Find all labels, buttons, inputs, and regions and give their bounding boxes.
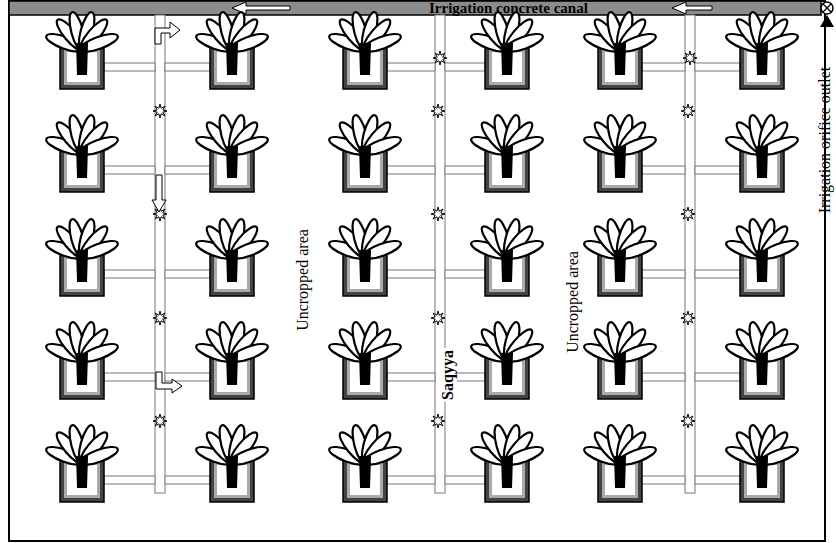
branch-channel	[642, 166, 685, 174]
palm-tree	[194, 114, 270, 192]
palm-tree	[582, 424, 658, 502]
branch-channel	[104, 476, 155, 484]
canal-band	[9, 1, 821, 15]
branch-channel	[695, 166, 740, 174]
gate-symbol	[153, 311, 167, 325]
palm-tree	[327, 218, 403, 296]
palm-tree	[44, 218, 120, 296]
branch-channel	[695, 476, 740, 484]
branch-channel	[104, 63, 155, 71]
palm-tree	[469, 424, 545, 502]
palm-tree	[582, 114, 658, 192]
area-label: Uncropped area	[294, 229, 312, 331]
palm-tree	[44, 321, 120, 399]
gate-symbol	[433, 51, 447, 65]
palm-tree	[724, 218, 800, 296]
channel-arrows	[152, 22, 182, 393]
palm-tree	[469, 218, 545, 296]
gate-symbol	[431, 414, 445, 428]
palm-tree	[724, 11, 800, 89]
palm-tree	[194, 321, 270, 399]
orifice-outlet	[820, 2, 834, 27]
gate-symbol	[153, 104, 167, 118]
gate-symbol	[681, 104, 695, 118]
gate-symbol	[431, 104, 445, 118]
gate-symbol	[681, 414, 695, 428]
branch-channel	[104, 373, 155, 381]
palm-tree	[582, 11, 658, 89]
field-border	[9, 1, 825, 541]
branch-channel	[642, 63, 685, 71]
palm-tree	[724, 321, 800, 399]
palm-tree	[469, 321, 545, 399]
branch-channel	[165, 476, 210, 484]
palm-tree	[327, 114, 403, 192]
palm-tree	[194, 424, 270, 502]
palm-tree	[469, 11, 545, 89]
palm-tree	[724, 424, 800, 502]
branch-channel	[104, 166, 155, 174]
orifice-label: Irrigation orifice outlet	[816, 67, 834, 214]
palm-tree	[327, 321, 403, 399]
saqyya-label: Saqyya	[439, 348, 457, 402]
branch-channel	[642, 476, 685, 484]
palm-tree	[327, 424, 403, 502]
branch-channel	[445, 476, 485, 484]
gate-symbol	[431, 311, 445, 325]
palm-tree	[44, 424, 120, 502]
gate-symbol	[431, 207, 445, 221]
branch-channel	[104, 270, 155, 278]
branch-channel	[695, 373, 740, 381]
palm-trees	[44, 11, 800, 502]
gate-symbols	[153, 51, 697, 428]
palm-tree	[44, 11, 120, 89]
palm-tree	[44, 114, 120, 192]
branch-channel	[445, 166, 485, 174]
canal-title: Irrigation concrete canal	[429, 1, 588, 15]
branch-channel	[165, 166, 210, 174]
branch-channel	[695, 270, 740, 278]
branch-channel	[387, 270, 435, 278]
gate-symbol	[681, 311, 695, 325]
canal-band-label: Irrigation concrete canal	[429, 1, 588, 15]
branch-channel	[642, 373, 685, 381]
branch-channel	[165, 270, 210, 278]
branch-channel	[387, 476, 435, 484]
palm-tree	[194, 11, 270, 89]
palm-tree	[582, 321, 658, 399]
gate-symbol	[153, 414, 167, 428]
branch-channel	[387, 166, 435, 174]
flow-arrows	[232, 2, 712, 14]
gate-symbol	[681, 207, 695, 221]
gate-symbol	[683, 51, 697, 65]
branch-channel	[445, 270, 485, 278]
palm-tree	[582, 218, 658, 296]
branch-channel	[642, 270, 685, 278]
saqyya-channels	[104, 15, 740, 493]
branch-channel	[387, 63, 435, 71]
palm-tree	[469, 114, 545, 192]
branch-channel	[387, 373, 435, 381]
area-label: Uncropped area	[564, 251, 582, 353]
branch-channel	[695, 63, 740, 71]
palm-tree	[327, 11, 403, 89]
palm-tree	[194, 218, 270, 296]
branch-channel	[165, 63, 210, 71]
palm-tree	[724, 114, 800, 192]
branch-channel	[445, 63, 485, 71]
